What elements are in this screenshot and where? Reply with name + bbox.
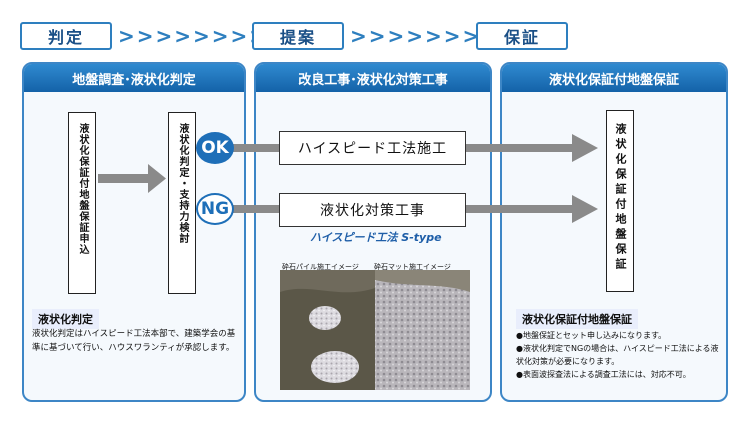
judgment-box-label: 液状化判定・支持力検討	[177, 123, 188, 244]
application-box: 液状化保証付地盤保証申込	[68, 112, 96, 294]
liquefaction-measure-box: 液状化対策工事	[279, 193, 466, 227]
application-box-label: 液状化保証付地盤保証申込	[77, 123, 88, 255]
ng-badge: NG	[196, 193, 234, 225]
panel-survey-judgment: 地盤調査･液状化判定	[22, 62, 246, 402]
arrow-application-to-judgment	[98, 164, 166, 193]
panel-title: 改良工事･液状化対策工事	[256, 64, 490, 92]
guarantee-box-label: 液状化保証付地盤保証	[614, 123, 627, 273]
stage-guarantee: 保証	[476, 22, 568, 50]
photo1-caption: 砕石パイル施工イメージ	[282, 263, 359, 271]
judgment-box: 液状化判定・支持力検討	[168, 112, 196, 294]
guarantee-note-3: ●表面波探査法による調査工法には、対応不可。	[516, 370, 691, 379]
judgment-note-text: 液状化判定はハイスピード工法本部で、建築学会の基準に基づいて行い、ハウスワランテ…	[32, 329, 236, 353]
panel-title: 液状化保証付地盤保証	[502, 64, 726, 92]
guarantee-note-1: ●地盤保証とセット申し込みになります。	[516, 331, 667, 340]
guarantee-box: 液状化保証付地盤保証	[606, 110, 634, 292]
judgment-note-title: 液状化判定	[32, 309, 99, 329]
stage-judgment: 判定	[20, 22, 112, 50]
method-label: ハイスピード工法 S-type	[310, 231, 442, 244]
panel-title: 地盤調査･液状化判定	[24, 64, 244, 92]
stage-proposal: 提案	[252, 22, 344, 50]
guarantee-notes: ●地盤保証とセット申し込みになります。 ●液状化判定でNGの場合は、ハイスピード…	[516, 329, 724, 381]
ok-badge: OK	[196, 132, 234, 164]
highspeed-method-box: ハイスピード工法施工	[279, 131, 466, 165]
process-chevrons-2: >>>>>>>>	[350, 24, 501, 48]
construction-photos	[280, 252, 470, 390]
photo2-caption: 砕石マット施工イメージ	[374, 263, 451, 271]
construction-photos-image	[280, 270, 470, 390]
process-chevrons-1: >>>>>>>>	[118, 24, 269, 48]
guarantee-note-2: ●液状化判定でNGの場合は、ハイスピード工法による液状化対策が必要になります。	[516, 344, 719, 366]
guarantee-note-title: 液状化保証付地盤保証	[516, 309, 638, 329]
